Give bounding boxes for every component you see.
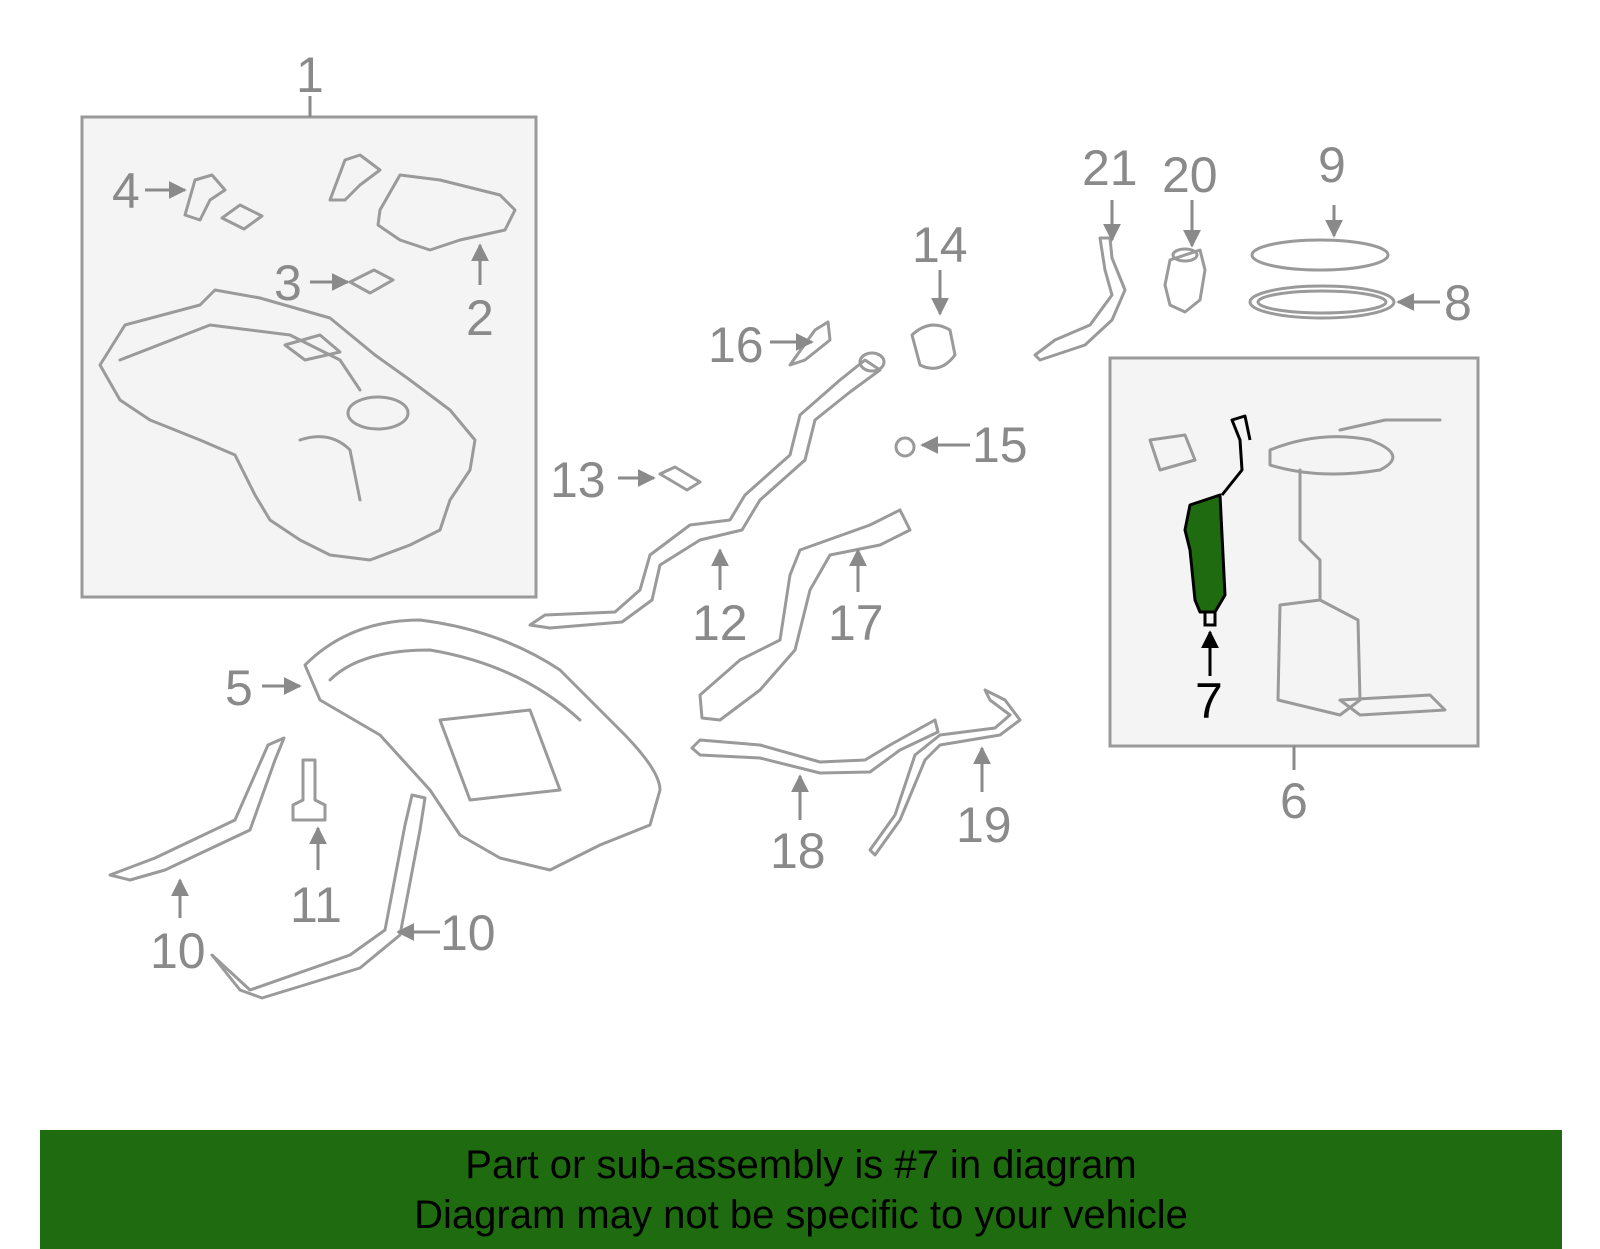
callout-11: 11 xyxy=(290,877,342,933)
fuel-level-sender-part xyxy=(1183,493,1227,614)
pipe-bracket-part xyxy=(698,508,912,722)
callout-4: 4 xyxy=(112,163,140,219)
callout-13: 13 xyxy=(550,452,606,508)
cap-part xyxy=(910,323,957,370)
fuel-line-part xyxy=(868,688,1022,857)
vapor-line-part xyxy=(690,718,940,775)
bolt-part xyxy=(291,758,327,822)
pad-part xyxy=(348,268,395,295)
lock-ring-part xyxy=(1250,238,1390,272)
heat-shield-part xyxy=(376,173,517,252)
callout-19: 19 xyxy=(956,797,1012,853)
callout-16: 16 xyxy=(708,317,764,373)
callout-10-right: 10 xyxy=(440,905,496,961)
callout-12: 12 xyxy=(692,595,748,651)
seal-part xyxy=(1248,284,1396,320)
tank-assembly-box xyxy=(80,115,538,599)
callout-3: 3 xyxy=(274,255,302,311)
callout-15: 15 xyxy=(972,417,1028,473)
callout-6: 6 xyxy=(1280,773,1308,829)
callout-17: 17 xyxy=(828,595,884,651)
callout-9: 9 xyxy=(1318,137,1346,193)
filler-pipe-part xyxy=(528,358,882,630)
strap-left-part xyxy=(108,736,286,882)
pump-module-part xyxy=(1268,435,1395,476)
callout-5: 5 xyxy=(225,660,253,716)
callout-2: 2 xyxy=(466,290,494,346)
strap-right-part xyxy=(210,793,427,1000)
callout-8: 8 xyxy=(1444,275,1472,331)
skid-shield-part xyxy=(303,618,662,872)
callout-1: 1 xyxy=(296,47,324,103)
callout-21: 21 xyxy=(1082,140,1138,196)
callout-7: 7 xyxy=(1195,673,1223,729)
clamp-part xyxy=(658,465,702,492)
fuel-tank-part xyxy=(98,288,477,562)
grommet-part xyxy=(894,436,916,458)
valve-part xyxy=(1163,248,1207,314)
callout-18: 18 xyxy=(770,823,826,879)
pump-bracket-part xyxy=(1033,236,1127,362)
pump-assembly-box xyxy=(1108,356,1480,748)
callout-20: 20 xyxy=(1162,147,1218,203)
clip-part xyxy=(183,173,227,222)
banner-line-1: Part or sub-assembly is #7 in diagram xyxy=(465,1143,1137,1187)
banner-line-2: Diagram may not be specific to your vehi… xyxy=(414,1193,1188,1237)
callout-10-left: 10 xyxy=(150,923,206,979)
callout-14: 14 xyxy=(912,217,968,273)
info-banner: Part or sub-assembly is #7 in diagram Di… xyxy=(40,1130,1562,1249)
